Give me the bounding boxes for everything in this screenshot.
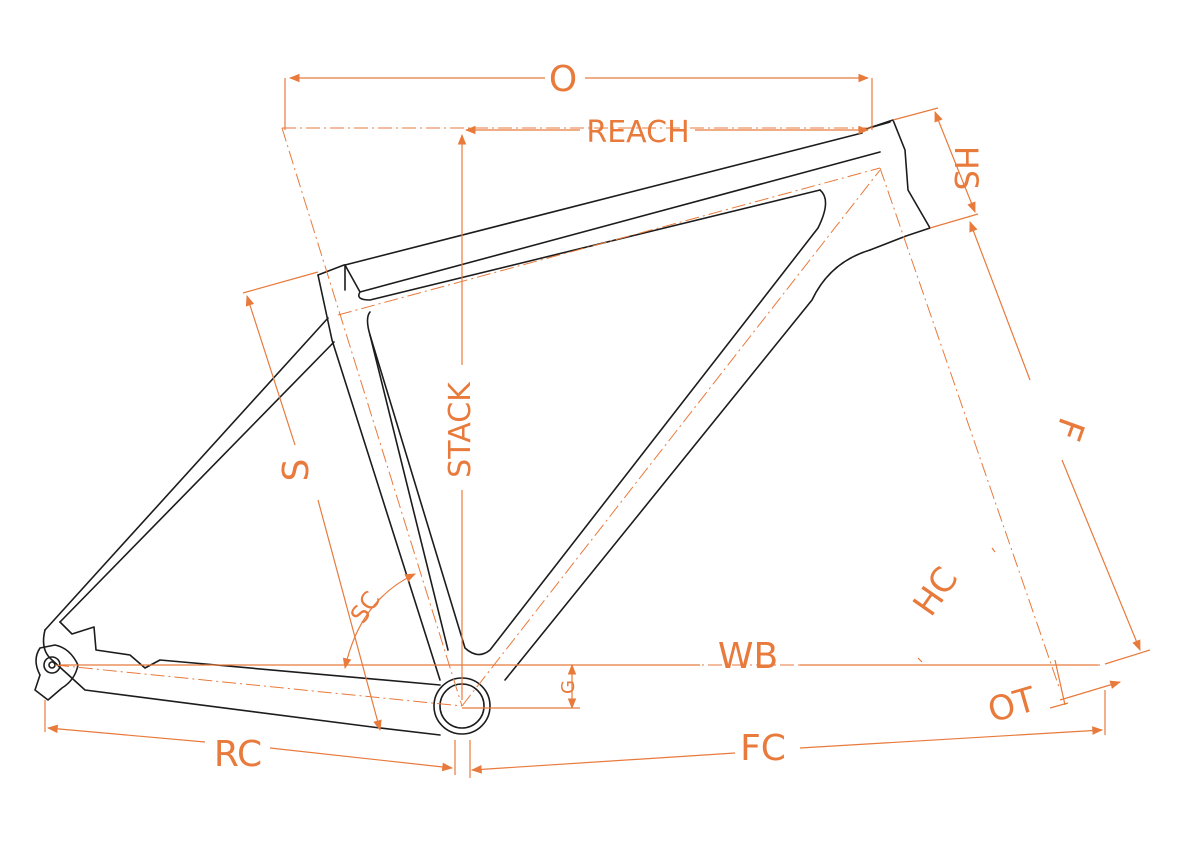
dimension-lines: [44, 73, 1151, 778]
label-s: S: [276, 459, 317, 482]
label-stack: STACK: [443, 381, 478, 478]
rear-dropout: [34, 644, 79, 701]
centerlines: [54, 127, 1100, 707]
label-o: O: [549, 59, 577, 100]
label-rc: RC: [214, 734, 262, 775]
label-ot: OT: [984, 680, 1041, 732]
head-tube: [865, 119, 931, 251]
seat-stay: [44, 317, 335, 631]
label-g: G: [558, 680, 579, 694]
label-fc: FC: [740, 728, 786, 769]
chain-stay: [59, 621, 441, 686]
label-hs: HS: [947, 146, 985, 190]
label-wb: WB: [718, 636, 778, 677]
label-reach: REACH: [586, 115, 689, 150]
seat-tube: [317, 264, 441, 681]
top-tube: [344, 151, 881, 301]
label-f: F: [1046, 412, 1092, 445]
frame-outline: [34, 119, 931, 736]
down-tube: [366, 189, 871, 681]
label-hc: HC: [905, 560, 966, 623]
